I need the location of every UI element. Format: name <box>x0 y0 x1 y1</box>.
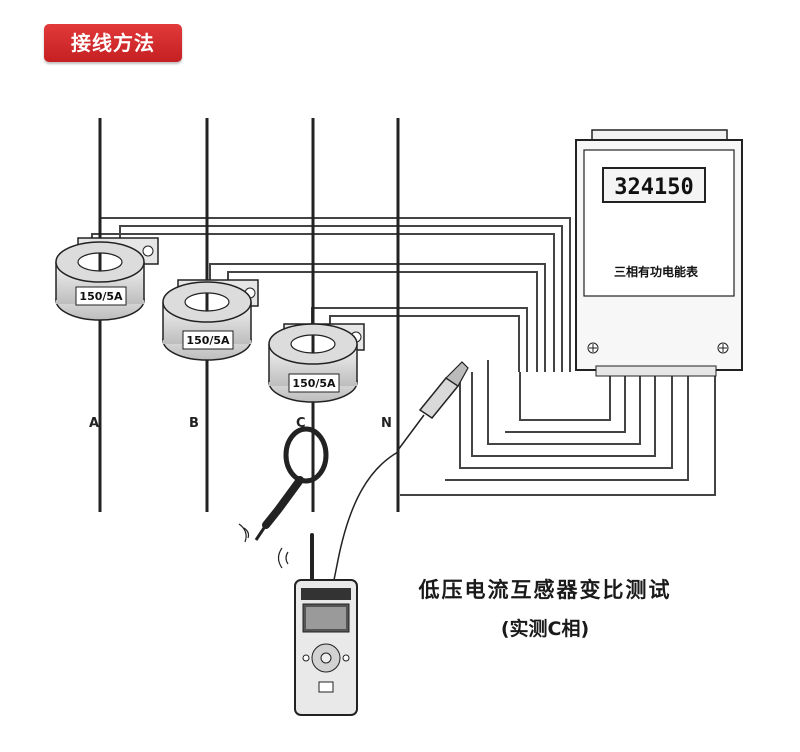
voltage-clip <box>397 361 469 451</box>
caption-sub: (实测C相) <box>500 618 590 640</box>
tester-lead <box>333 451 399 581</box>
energy-meter: 324150 三相有功电能表 <box>575 129 743 377</box>
phase-label-a: A <box>89 416 99 431</box>
meter-label: 三相有功电能表 <box>614 264 699 279</box>
ct-c-ratio: 150/5A <box>292 377 336 390</box>
ct-c: 150/5A <box>268 323 365 403</box>
ct-b-ratio: 150/5A <box>186 334 230 347</box>
phase-label-c: C <box>296 416 306 431</box>
ct-a-ratio: 150/5A <box>79 290 123 303</box>
section-title-badge: 接线方法 <box>44 24 182 62</box>
flex-clamp-probe <box>238 426 329 543</box>
caption-main: 低压电流互感器变比测试 <box>418 578 672 602</box>
meter-reading: 324150 <box>614 175 693 200</box>
handheld-tester <box>277 533 358 716</box>
ct-b: 150/5A <box>162 279 259 361</box>
ct-a: 150/5A <box>55 237 159 321</box>
phase-label-b: B <box>189 416 199 431</box>
phase-label-n: N <box>381 416 392 431</box>
